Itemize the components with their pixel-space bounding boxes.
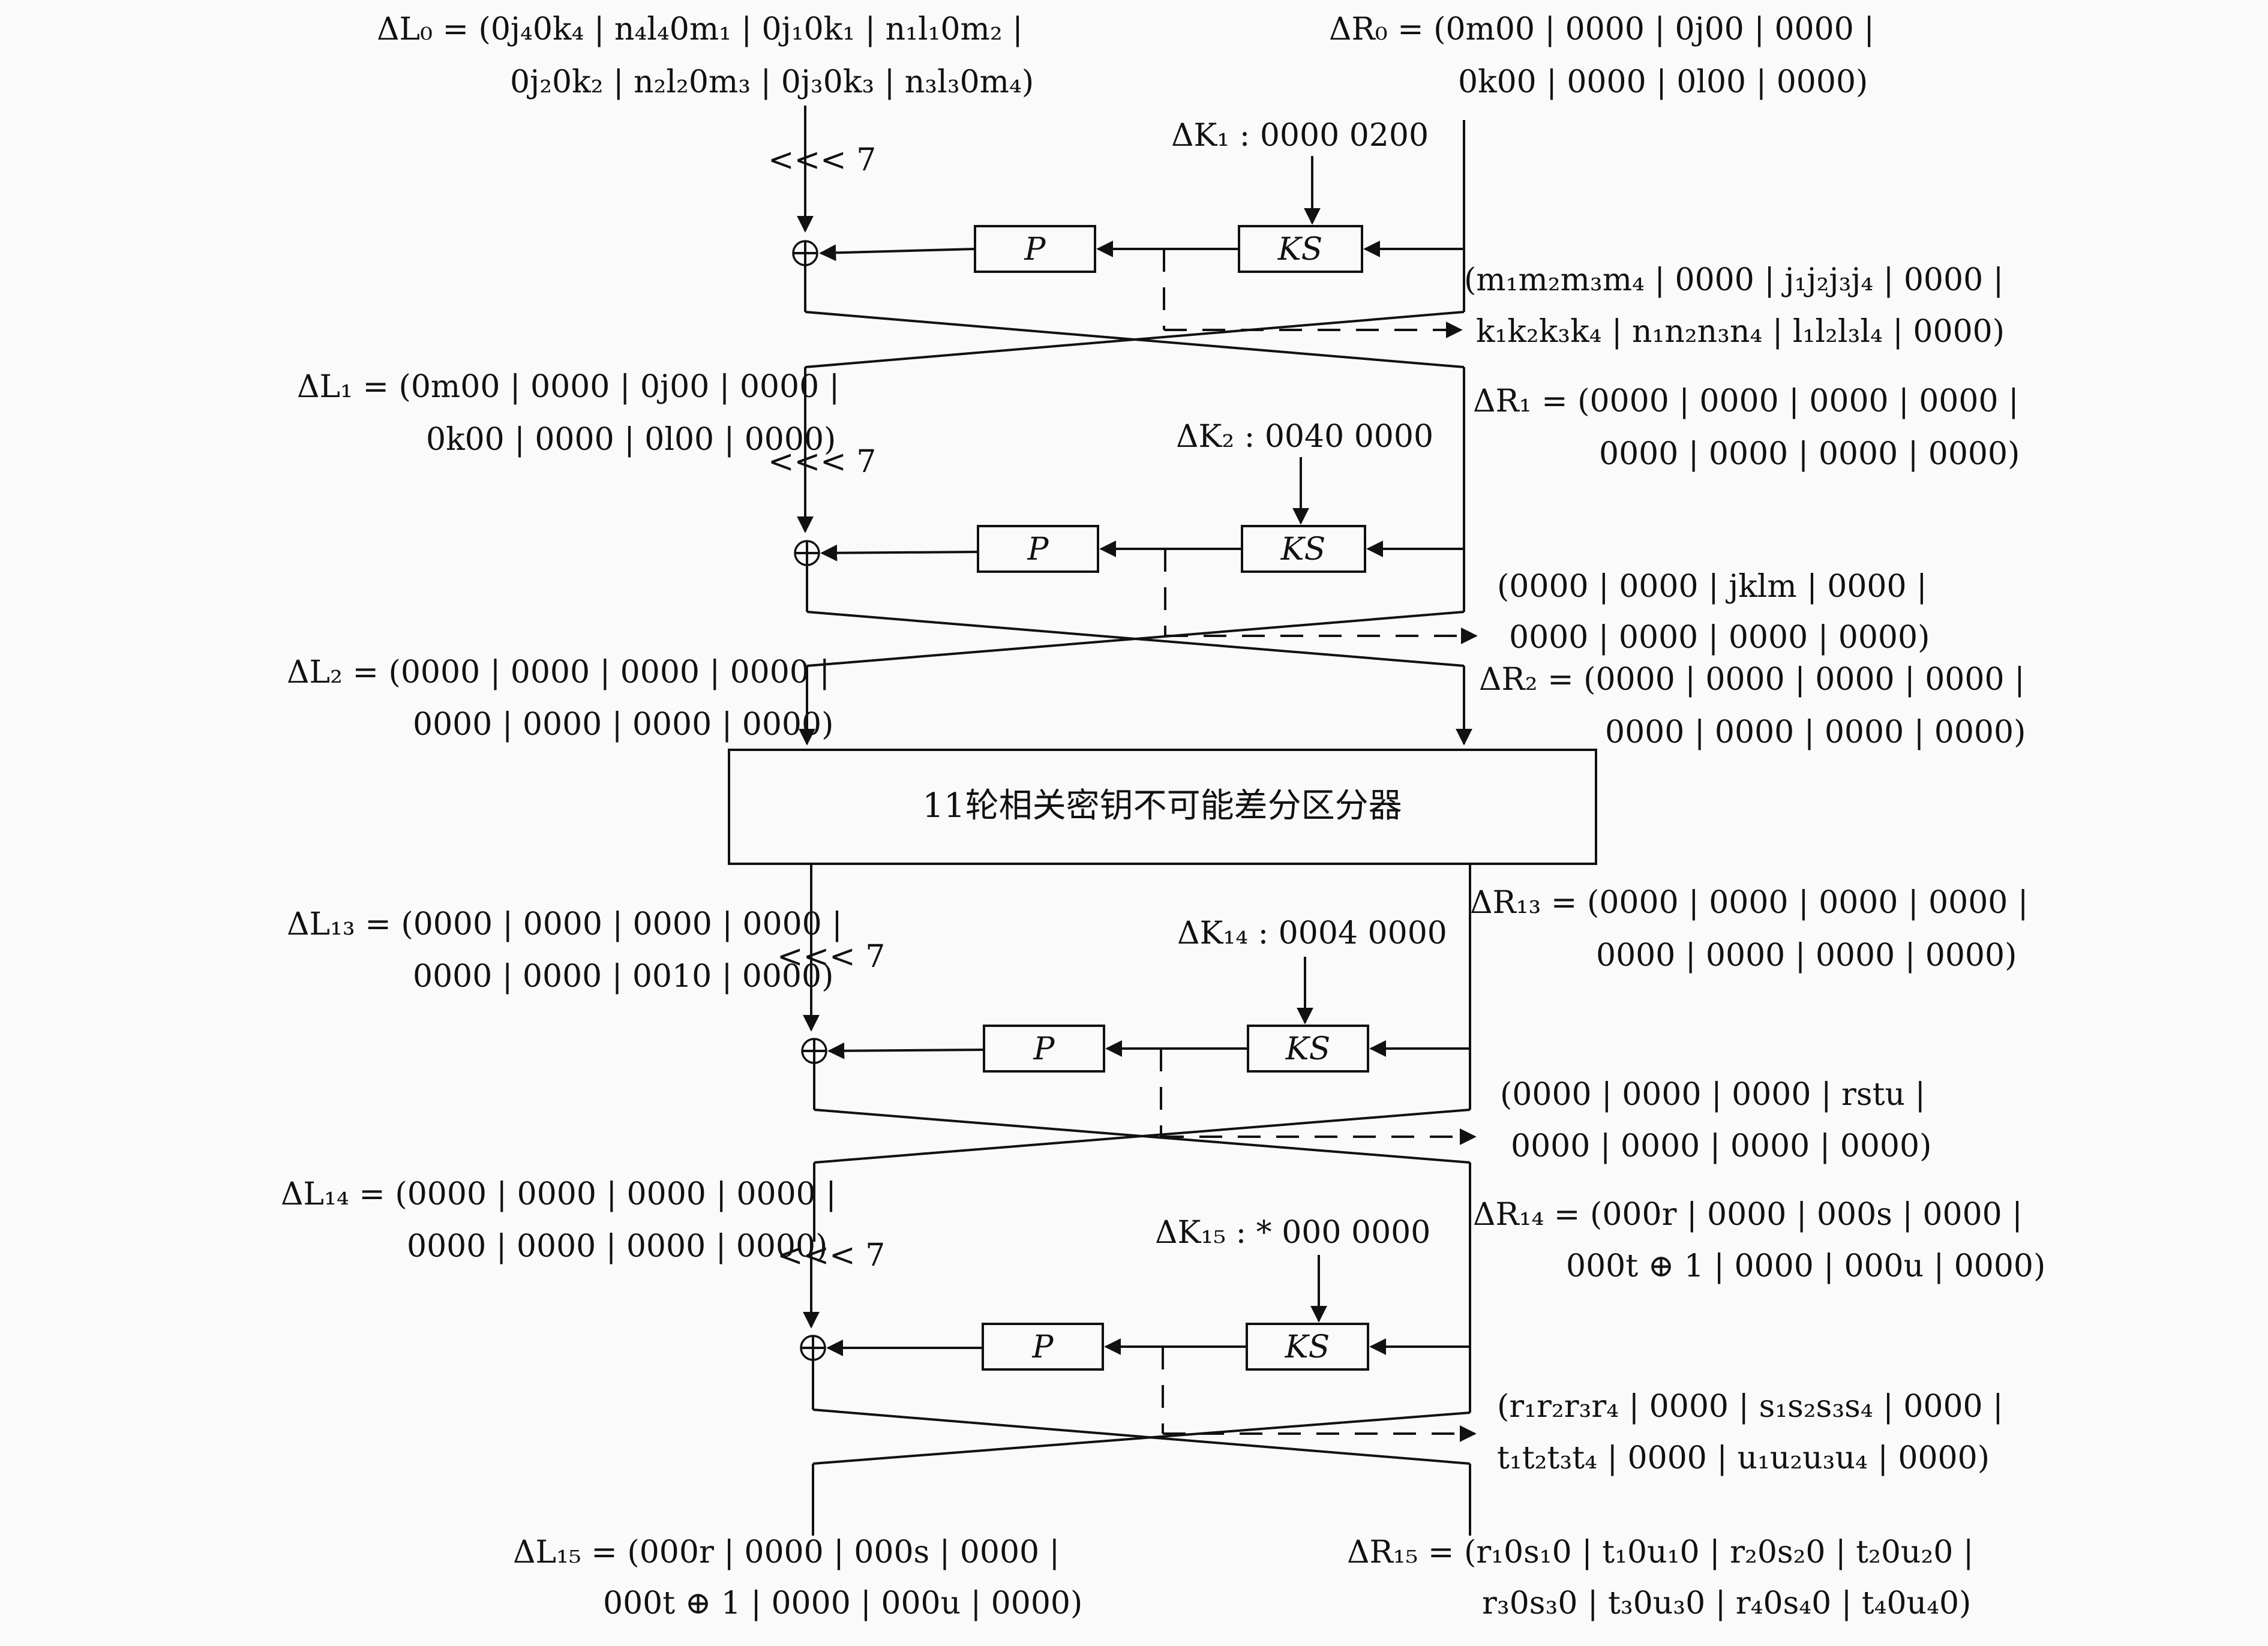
p-box-2 — [977, 525, 1099, 573]
delta-r13-line2: 0000 | 0000 | 0000 | 0000) — [1596, 938, 2017, 974]
ks-label-2: KS — [1280, 531, 1325, 567]
f-output-2-line1: (0000 | 0000 | jklm | 0000 | — [1497, 569, 1927, 605]
p-label-4: P — [1032, 1329, 1054, 1365]
delta-l15-line1: ΔL₁₅ = (000r | 0000 | 000s | 0000 | — [513, 1534, 1060, 1570]
delta-l0-line2: 0j₂0k₂ | n₂l₂0m₃ | 0j₃0k₃ | n₃l₃0m₄) — [510, 64, 1034, 100]
distinguisher-box — [728, 749, 1597, 865]
ks-box-2 — [1241, 525, 1366, 573]
delta-k14-label: ΔK₁₄ : 0004 0000 — [1177, 915, 1447, 951]
f-output-4-line2: t₁t₂t₃t₄ | 0000 | u₁u₂u₃u₄ | 0000) — [1497, 1440, 1990, 1476]
p-label-1: P — [1024, 232, 1046, 268]
delta-l2-line1: ΔL₂ = (0000 | 0000 | 0000 | 0000 | — [287, 654, 830, 690]
rotate-label-2: <<< 7 — [768, 444, 876, 480]
delta-r2-line2: 0000 | 0000 | 0000 | 0000) — [1605, 714, 2026, 750]
f-output-3-line1: (0000 | 0000 | 0000 | rstu | — [1500, 1077, 1925, 1113]
distinguisher-label: 11轮相关密钥不可能差分区分器 — [922, 786, 1402, 825]
rotate-label-1: <<< 7 — [768, 142, 876, 178]
f-output-4-line1: (r₁r₂r₃r₄ | 0000 | s₁s₂s₃s₄ | 0000 | — [1497, 1389, 2003, 1425]
delta-l0-line1: ΔL₀ = (0j₄0k₄ | n₄l₄0m₁ | 0j₁0k₁ | n₁l₁0… — [377, 11, 1023, 47]
rotate-label-3: <<< 7 — [777, 939, 885, 975]
delta-l14-line1: ΔL₁₄ = (0000 | 0000 | 0000 | 0000 | — [281, 1176, 836, 1212]
f-output-1-line1: (m₁m₂m₃m₄ | 0000 | j₁j₂j₃j₄ | 0000 | — [1464, 262, 2003, 298]
delta-r0-line2: 0k00 | 0000 | 0l00 | 0000) — [1458, 64, 1868, 100]
delta-r1-line1: ΔR₁ = (0000 | 0000 | 0000 | 0000 | — [1473, 383, 2019, 419]
delta-k15-label: ΔK₁₅ : * 000 0000 — [1155, 1215, 1430, 1251]
p-box-4 — [982, 1323, 1104, 1371]
delta-r15-line2: r₃0s₃0 | t₃0u₃0 | r₄0s₄0 | t₄0u₄0) — [1482, 1585, 1971, 1621]
ks-label-1: KS — [1277, 232, 1322, 268]
delta-r13-line1: ΔR₁₃ = (0000 | 0000 | 0000 | 0000 | — [1470, 885, 2028, 921]
p-label-3: P — [1033, 1031, 1055, 1067]
f-output-2-line2: 0000 | 0000 | 0000 | 0000) — [1509, 620, 1930, 656]
delta-l1-line1: ΔL₁ = (0m00 | 0000 | 0j00 | 0000 | — [297, 369, 839, 405]
f-output-1-line2: k₁k₂k₃k₄ | n₁n₂n₃n₄ | l₁l₂l₃l₄ | 0000) — [1476, 314, 2005, 350]
delta-r0-line1: ΔR₀ = (0m00 | 0000 | 0j00 | 0000 | — [1329, 11, 1874, 47]
ks-box-3 — [1247, 1025, 1369, 1073]
delta-r14-line1: ΔR₁₄ = (000r | 0000 | 000s | 0000 | — [1473, 1197, 2023, 1233]
ks-label-3: KS — [1285, 1031, 1330, 1067]
p-label-2: P — [1027, 531, 1049, 567]
p-box-3 — [983, 1025, 1105, 1073]
delta-r15-line1: ΔR₁₅ = (r₁0s₁0 | t₁0u₁0 | r₂0s₂0 | t₂0u₂… — [1347, 1534, 1973, 1570]
delta-l13-line2: 0000 | 0000 | 0010 | 0000) — [413, 959, 833, 995]
delta-l2-line2: 0000 | 0000 | 0000 | 0000) — [413, 707, 833, 743]
delta-k2-label: ΔK₂ : 0040 0000 — [1176, 419, 1433, 455]
delta-l15-line2: 000t ⊕ 1 | 0000 | 000u | 0000) — [603, 1585, 1082, 1621]
f-output-3-line2: 0000 | 0000 | 0000 | 0000) — [1511, 1128, 1931, 1164]
delta-r1-line2: 0000 | 0000 | 0000 | 0000) — [1599, 436, 2020, 472]
delta-r14-line2: 000t ⊕ 1 | 0000 | 000u | 0000) — [1566, 1248, 2045, 1284]
ks-label-4: KS — [1285, 1329, 1330, 1365]
rotate-label-4: <<< 7 — [777, 1237, 885, 1273]
delta-l14-line2: 0000 | 0000 | 0000 | 0000) — [407, 1229, 827, 1264]
delta-l13-line1: ΔL₁₃ = (0000 | 0000 | 0000 | 0000 | — [287, 906, 842, 942]
delta-k1-label: ΔK₁ : 0000 0200 — [1171, 118, 1429, 154]
delta-r2-line1: ΔR₂ = (0000 | 0000 | 0000 | 0000 | — [1479, 662, 2025, 698]
delta-l1-line2: 0k00 | 0000 | 0l00 | 0000) — [426, 422, 836, 458]
